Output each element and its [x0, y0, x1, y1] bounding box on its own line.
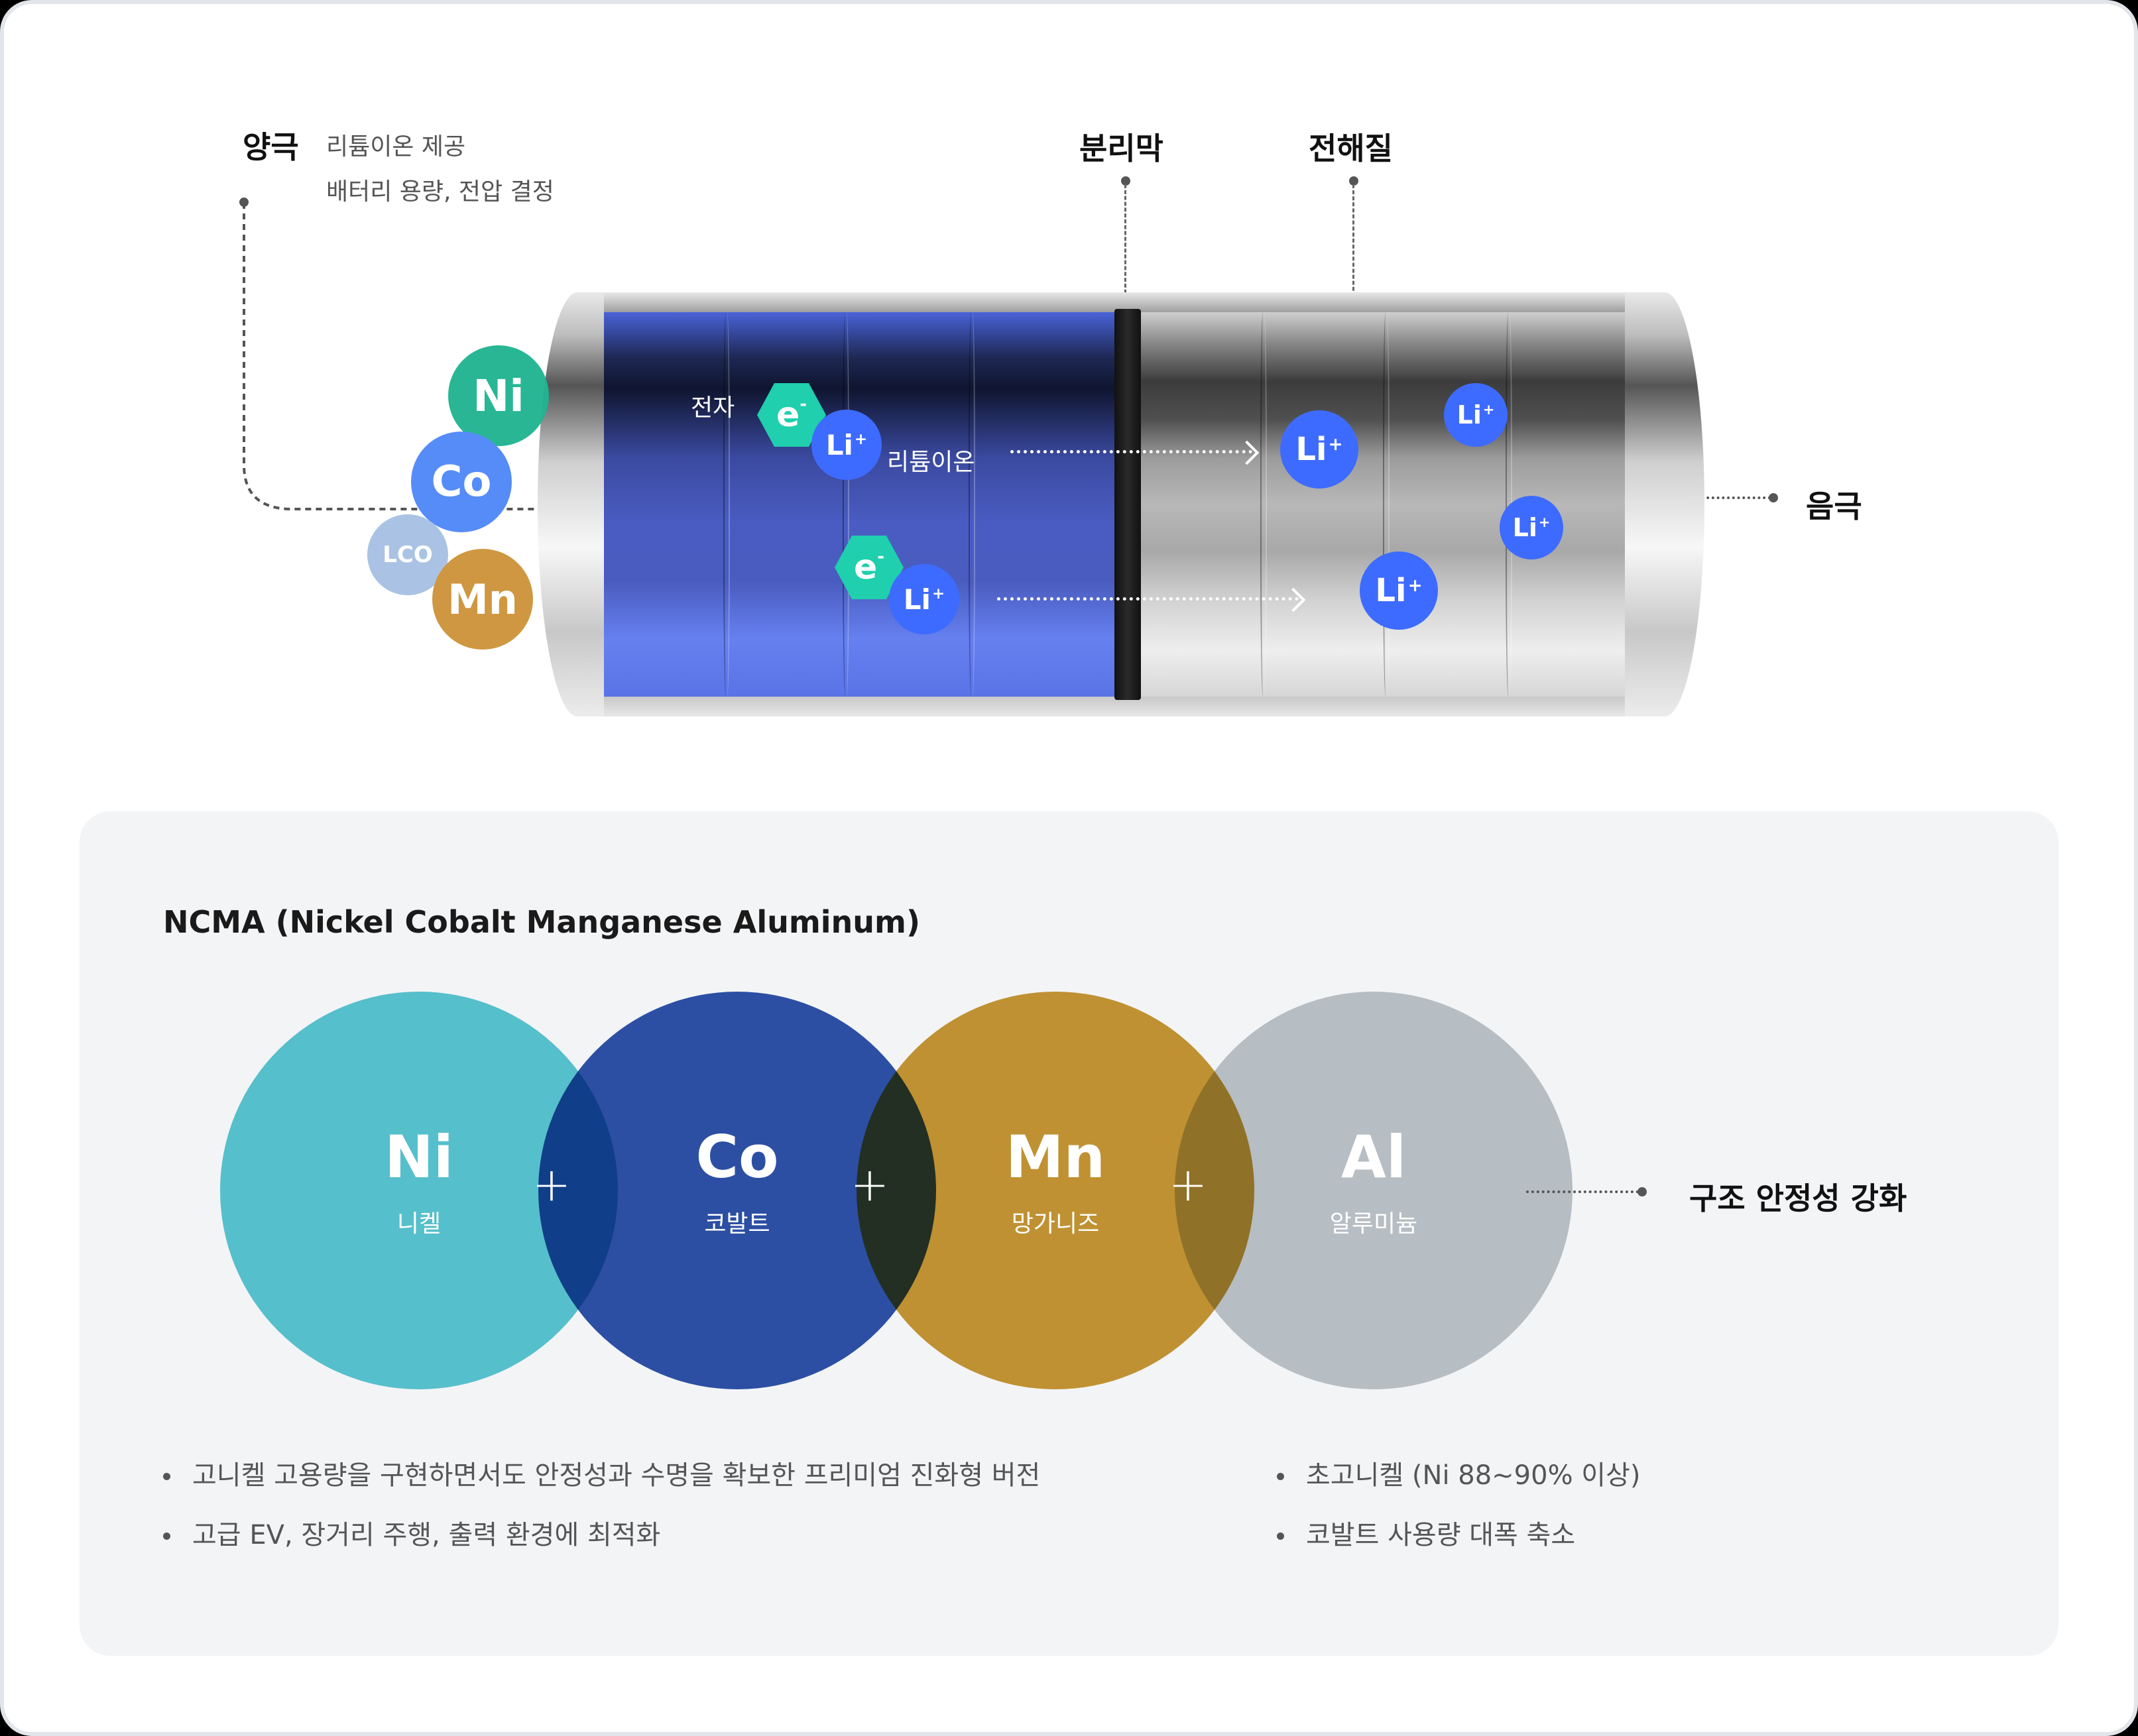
ncma-title: NCMA (Nickel Cobalt Manganese Aluminum): [163, 904, 920, 940]
cathode-label: 양극: [243, 129, 299, 165]
li-charge: +: [1328, 434, 1343, 455]
venn-label-ni: Ni 니켈: [220, 1123, 618, 1239]
cell-ring: [1260, 312, 1267, 697]
li-symbol: Li: [1512, 513, 1537, 542]
li-symbol: Li: [825, 428, 853, 461]
ncma-card: NCMA (Nickel Cobalt Manganese Aluminum) …: [80, 811, 2058, 1656]
lithium-ion-circle: Li+: [1444, 383, 1508, 447]
anode-label: 음극: [1806, 489, 1862, 524]
battery-cap-right: [1625, 292, 1704, 717]
cell-ring: [1383, 312, 1390, 697]
lithium-ion-circle: Li+: [1360, 551, 1438, 630]
anode-region: [1141, 312, 1641, 697]
bullet-item: 초고니켈 (Ni 88~90% 이상): [1273, 1460, 1641, 1519]
anode-leader-line: [1691, 496, 1771, 499]
ion-flow-arrow-2: [997, 597, 1299, 601]
cell-ring: [969, 312, 975, 697]
element-name: 알루미늄: [1329, 1210, 1418, 1238]
li-charge: +: [854, 431, 868, 448]
lithium-ion-label: 리튬이온: [887, 449, 975, 476]
li-charge: +: [1538, 514, 1551, 530]
electron-hex: e-: [835, 536, 904, 599]
li-charge: +: [1482, 402, 1495, 418]
cathode-desc-line1: 리튬이온 제공: [326, 133, 466, 160]
electrolyte-leader-dot: [1349, 176, 1358, 186]
element-co-circle: Co: [411, 432, 512, 532]
lithium-ion-circle: Li+: [1280, 410, 1358, 489]
anode-leader-dot: [1769, 493, 1778, 502]
plus-icon: +: [532, 1157, 571, 1212]
bullet-list-right: 초고니켈 (Ni 88~90% 이상) 코발트 사용량 대폭 축소: [1273, 1460, 1641, 1579]
element-name: 망가니즈: [1011, 1210, 1100, 1238]
electrolyte-label: 전해질: [1309, 131, 1393, 166]
element-ni-circle: Ni: [448, 345, 549, 446]
venn-circle-al: [1175, 992, 1573, 1389]
plus-icon: +: [1168, 1157, 1208, 1212]
element-symbol: Ni: [385, 1123, 453, 1191]
element-symbol: Mn: [1005, 1123, 1106, 1191]
element-name: 코발트: [704, 1210, 770, 1238]
electron-symbol: e: [853, 548, 878, 587]
electrolyte-leader-line: [1352, 184, 1354, 363]
cathode-leader-dot: [239, 198, 249, 207]
separator-bar: [1114, 309, 1141, 700]
separator-label: 분리막: [1079, 131, 1163, 166]
venn-label-mn: Mn 망가니즈: [857, 1123, 1254, 1239]
cathode-desc-line2: 배터리 용량, 전압 결정: [326, 178, 554, 205]
li-symbol: Li: [1456, 400, 1482, 430]
cell-ring: [843, 312, 849, 697]
element-symbol: Co: [695, 1123, 779, 1191]
cathode-region: [604, 312, 1114, 697]
electron-charge: -: [877, 547, 885, 567]
li-symbol: Li: [1295, 431, 1327, 468]
bullet-list-left: 고니켈 고용량을 구현하면서도 안정성과 수명을 확보한 프리미엄 진화형 버전…: [159, 1460, 1040, 1579]
element-mn-circle: Mn: [432, 549, 533, 650]
venn-label-co: Co 코발트: [538, 1123, 936, 1239]
lithium-ion-circle: Li+: [1500, 496, 1563, 559]
element-symbol: Al: [1340, 1123, 1407, 1191]
electron-charge: -: [800, 394, 807, 414]
li-charge: +: [931, 585, 945, 603]
bullet-item: 고급 EV, 장거리 주행, 출력 환경에 최적화: [159, 1519, 1040, 1579]
cathode-leader-line: [243, 203, 558, 510]
li-symbol: Li: [903, 583, 931, 616]
li-symbol: Li: [1375, 572, 1407, 609]
ion-flow-arrow-1: [1010, 450, 1252, 453]
bullet-item: 고니켈 고용량을 구현하면서도 안정성과 수명을 확보한 프리미엄 진화형 버전: [159, 1460, 1040, 1519]
venn-label-al: Al 알루미늄: [1175, 1123, 1573, 1239]
lithium-ion-circle: Li+: [811, 410, 882, 480]
lithium-ion-circle: Li+: [889, 564, 959, 634]
al-callout-text: 구조 안정성 강화: [1689, 1181, 1907, 1216]
cell-ring: [723, 312, 730, 697]
plus-icon: +: [850, 1157, 890, 1212]
al-callout-dot: [1637, 1187, 1647, 1196]
li-charge: +: [1407, 575, 1423, 596]
bullet-item: 코발트 사용량 대폭 축소: [1273, 1519, 1641, 1579]
separator-leader-line: [1124, 184, 1126, 317]
separator-leader-dot: [1121, 176, 1130, 186]
al-callout-leader: [1526, 1190, 1639, 1193]
electron-label: 전자: [691, 394, 735, 422]
element-name: 니켈: [396, 1210, 442, 1238]
battery-illustration: [538, 292, 1704, 717]
electron-symbol: e: [776, 395, 800, 435]
